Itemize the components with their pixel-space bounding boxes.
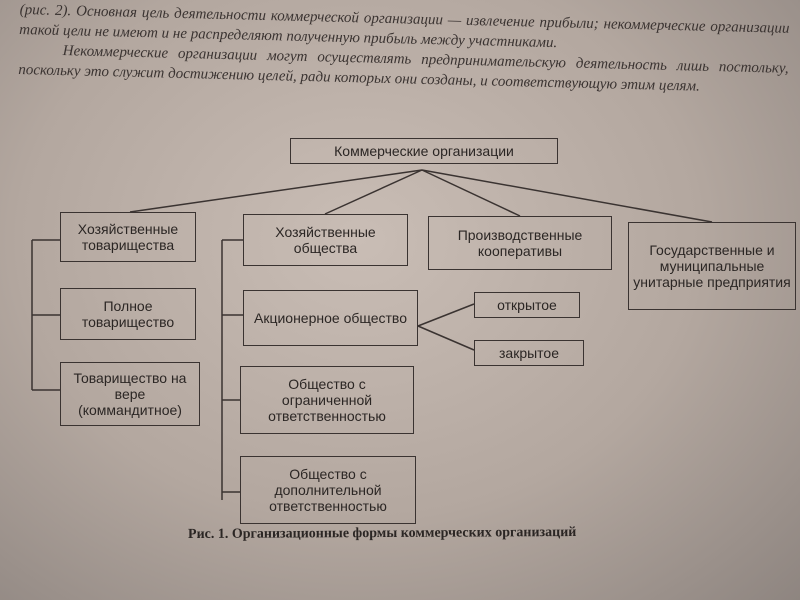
full-partnership-box: Полное товарищество xyxy=(60,288,196,340)
open-box: открытое xyxy=(474,292,580,318)
closed-box: закрытое xyxy=(474,340,584,366)
alc-box: Общество с дополнительной ответственност… xyxy=(240,456,416,524)
economic-partnerships-box: Хозяйственные товарищества xyxy=(60,212,196,262)
limited-partnership-box: Товарищество на вере (коммандитное) xyxy=(60,362,200,426)
root-box: Коммерческие организации xyxy=(290,138,558,164)
unitary-box: Государственные и муниципальные унитарны… xyxy=(628,222,796,310)
llc-box: Общество с ограниченной ответственностью xyxy=(240,366,414,434)
joint-stock-box: Акционерное общество xyxy=(243,290,418,346)
economic-companies-box: Хозяйственные общества xyxy=(243,214,408,266)
cooperatives-box: Производственные кооперативы xyxy=(428,216,612,270)
figure-caption: Рис. 1. Организационные формы коммерческ… xyxy=(187,524,577,543)
